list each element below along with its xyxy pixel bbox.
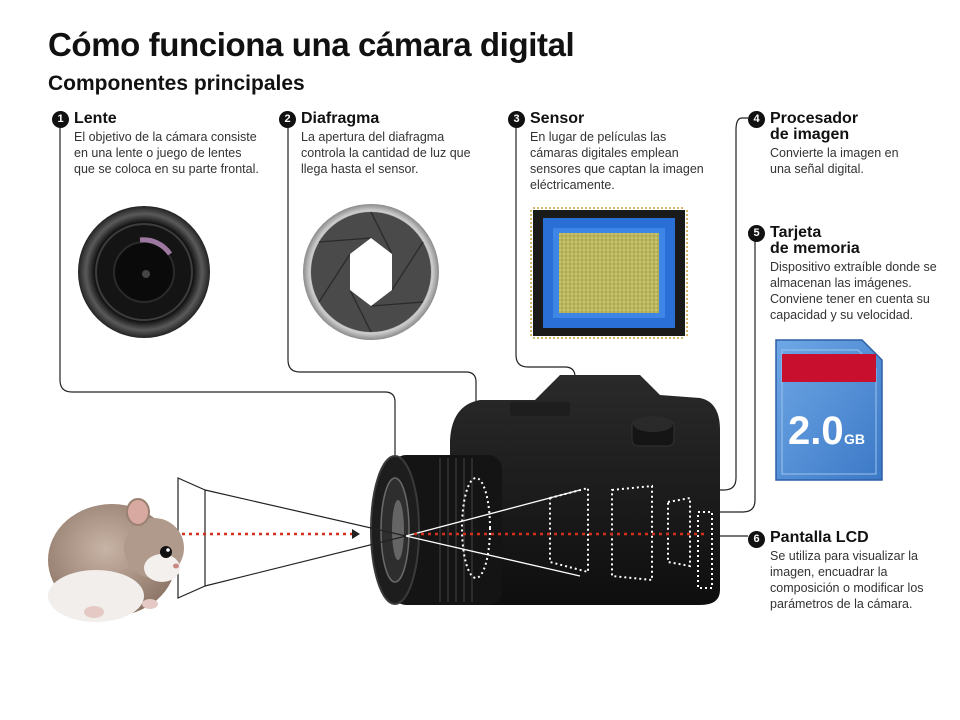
leader-lines	[59, 117, 756, 537]
aperture-illustration	[303, 204, 439, 340]
sensor-illustration	[530, 207, 688, 339]
leader-line-procesador	[652, 117, 748, 491]
camera-body	[370, 375, 720, 605]
component-title: Lente	[74, 110, 117, 127]
component-description: El objetivo de la cámara consiste en una…	[74, 130, 259, 176]
component-pantalla-lcd: 6 Pantalla LCD Se utiliza para visualiza…	[748, 529, 940, 612]
component-lente: 1 Lente El objetivo de la cámara consist…	[52, 110, 264, 177]
lcd-outline	[697, 511, 713, 589]
light-ray-arrow	[352, 529, 360, 539]
number-badge: 1	[52, 111, 69, 128]
leader-line-sensor	[515, 128, 576, 488]
processor-outline	[611, 484, 653, 582]
memory-card-capacity: 2.0	[788, 409, 844, 453]
leader-line-diafragma	[287, 128, 477, 470]
number-badge: 4	[748, 111, 765, 128]
component-title: Tarjeta de memoria	[770, 224, 860, 257]
component-title: Procesador de imagen	[770, 110, 859, 143]
leader-line-tarjeta	[712, 231, 756, 513]
component-description: Convierte la imagen en una señal digital…	[770, 146, 899, 176]
component-procesador: 4 Procesador de imagen Convierte la imag…	[748, 110, 920, 177]
component-tarjeta: 5 Tarjeta de memoria Dispositivo extraíb…	[748, 224, 950, 323]
hamster-illustration	[48, 498, 184, 622]
number-badge: 6	[748, 531, 765, 548]
component-title: Diafragma	[301, 110, 380, 127]
memory-card-illustration: 2.0 GB	[775, 339, 883, 481]
page-subtitle: Componentes principales	[48, 72, 305, 95]
memory-card-unit: GB	[844, 431, 865, 447]
component-description: Dispositivo extraíble donde se almacenan…	[770, 260, 937, 322]
number-badge: 2	[279, 111, 296, 128]
component-title: Sensor	[530, 110, 585, 127]
light-ray-outline	[177, 477, 407, 599]
lens-illustration	[78, 206, 210, 338]
page-title: Cómo funciona una cámara digital	[48, 26, 575, 63]
component-description: En lugar de películas las cámaras digita…	[530, 130, 704, 192]
memory-outline	[667, 496, 691, 568]
number-badge: 3	[508, 111, 525, 128]
component-description: Se utiliza para visualizar la imagen, en…	[770, 549, 924, 611]
number-badge: 5	[748, 225, 765, 242]
component-description: La apertura del diafragma controla la ca…	[301, 130, 471, 176]
component-sensor: 3 Sensor En lugar de películas las cámar…	[508, 110, 705, 193]
leader-line-lente	[59, 128, 396, 462]
aperture-outline	[461, 477, 491, 579]
component-diafragma: 2 Diafragma La apertura del diafragma co…	[279, 110, 471, 177]
component-title: Pantalla LCD	[770, 529, 869, 546]
